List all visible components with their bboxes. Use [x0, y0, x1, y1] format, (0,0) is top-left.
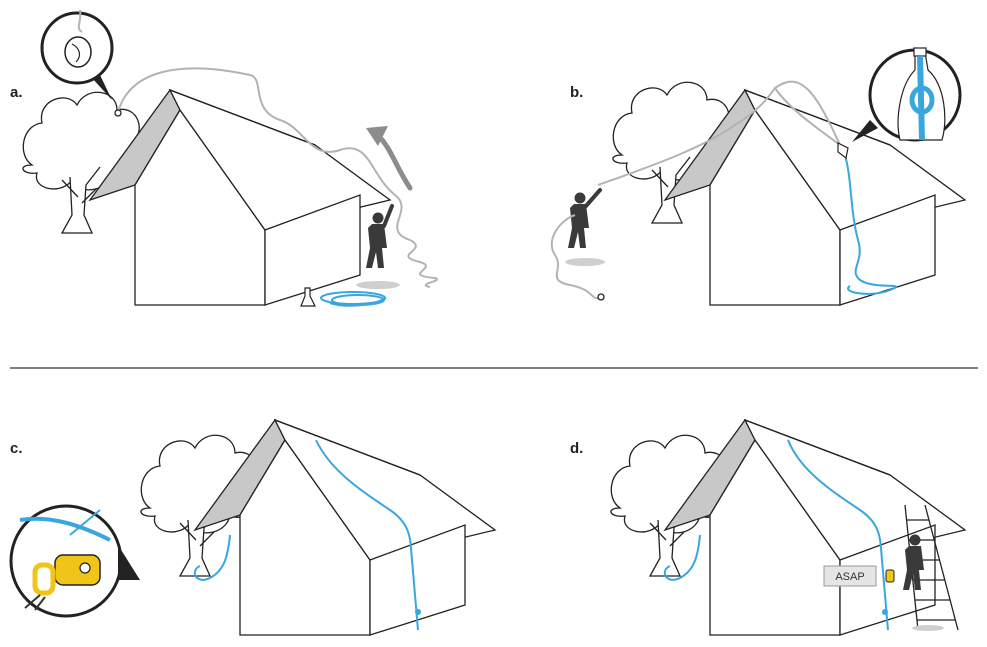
asap-device-icon: [886, 570, 894, 582]
panel-b: [552, 48, 965, 305]
panel-a: [23, 10, 437, 306]
asap-label: ASAP: [835, 571, 864, 583]
step-label-a: a.: [10, 84, 23, 101]
panel-c: [11, 420, 495, 635]
step-label-b: b.: [570, 84, 583, 101]
person-icon: [568, 193, 589, 249]
step-label-d: d.: [570, 440, 583, 457]
panel-d: ASAP: [611, 420, 965, 635]
throw-weight-icon: [65, 37, 91, 67]
person-icon: [366, 213, 387, 269]
step-label-c: c.: [10, 440, 23, 457]
